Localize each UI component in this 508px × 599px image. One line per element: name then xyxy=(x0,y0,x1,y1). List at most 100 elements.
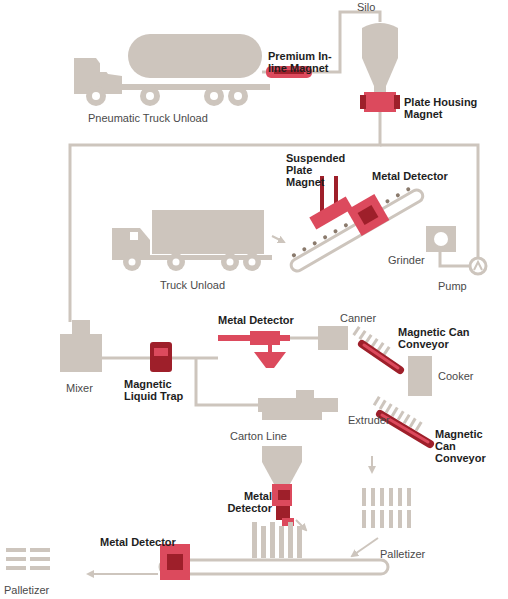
arrow xyxy=(272,236,284,242)
conveyor-metal-detector-part xyxy=(358,205,379,225)
station-label: Extruder xyxy=(348,414,390,426)
conveyor-metal-detector xyxy=(347,194,390,236)
arrow-part xyxy=(272,236,284,242)
grinder xyxy=(426,226,456,252)
box-truck-part xyxy=(173,259,180,266)
box-truck-part xyxy=(221,253,239,271)
incline-conveyor-part-part-part xyxy=(343,223,348,228)
can-conveyor-2-part-part xyxy=(409,418,417,428)
suspended-plate-magnet-part xyxy=(309,196,352,229)
pipe-lines-part xyxy=(440,252,470,266)
station-label: Pump xyxy=(438,280,467,292)
box-truck-part xyxy=(227,259,234,266)
station-label: Carton Line xyxy=(230,430,287,442)
pneumatic-truck-part xyxy=(92,92,100,100)
palletizer-stack-part xyxy=(6,548,26,552)
can-conveyor-1-part xyxy=(362,344,400,370)
pneumatic-truck-part xyxy=(86,86,106,106)
final-metal-detector-part xyxy=(160,544,190,580)
carton-conveyor-part-part xyxy=(279,526,284,558)
palletizer-stack-part xyxy=(362,488,366,506)
pipeline-metal-detector xyxy=(218,331,290,368)
pneumatic-truck-part xyxy=(120,84,270,90)
box-truck-part xyxy=(152,210,264,254)
extruder-part xyxy=(258,398,338,412)
can-conveyor-1 xyxy=(352,326,400,370)
pump-part xyxy=(474,262,482,270)
station-label: Truck Unload xyxy=(160,279,225,291)
magnetic-liquid-trap xyxy=(150,342,172,372)
can-conveyor-2-part-part xyxy=(373,396,381,406)
incline-conveyor-part-part xyxy=(291,187,411,258)
arrow-part xyxy=(88,573,158,575)
grinder-part xyxy=(426,226,456,252)
pipeline-metal-detector-part xyxy=(268,345,272,352)
palletizer-stack-part xyxy=(371,510,375,528)
carton-metal-detector xyxy=(272,484,294,526)
palletizer-stack-part xyxy=(398,510,402,528)
silo-part xyxy=(374,86,386,92)
palletizer-stack-part xyxy=(6,566,26,570)
palletizer-stack-part xyxy=(371,488,375,506)
pneumatic-truck-part xyxy=(100,60,107,72)
equipment-label: Metal Detector xyxy=(100,536,176,548)
pipe-lines-part xyxy=(290,337,318,340)
station-label: Silo xyxy=(357,1,375,13)
extruder-part xyxy=(296,390,314,398)
station-label: Palletizer xyxy=(4,584,49,596)
palletizer-stack xyxy=(6,548,50,570)
equipment-label: Premium In-line Magnet xyxy=(268,50,342,74)
incline-conveyor-part-part-part xyxy=(312,241,317,246)
station-label: Pneumatic Truck Unload xyxy=(88,112,208,124)
plate-housing-magnet-part xyxy=(364,92,396,112)
pipe-lines-part xyxy=(196,358,258,405)
can-conveyor-2-part-part xyxy=(397,410,405,420)
incline-conveyor-part xyxy=(286,183,425,274)
equipment-label: Metal Detector xyxy=(222,490,272,514)
box-truck-part xyxy=(167,253,185,271)
cooker xyxy=(408,356,432,396)
pump-part xyxy=(470,258,486,274)
can-conveyor-2-part-part xyxy=(385,403,393,413)
silo-part xyxy=(362,23,398,86)
magnetic-liquid-trap-part xyxy=(154,348,168,356)
can-conveyor-1-part-part xyxy=(352,326,360,336)
incline-conveyor-part-part-part xyxy=(395,193,400,198)
palletizer-stack-part xyxy=(407,510,411,528)
arrow-part xyxy=(371,456,373,472)
incline-conveyor-part-part-part xyxy=(322,235,327,240)
extruder-part xyxy=(262,412,322,420)
box-truck xyxy=(112,210,272,271)
equipment-label: Magnetic Liquid Trap xyxy=(124,378,198,402)
canner xyxy=(318,326,348,350)
plate-housing-magnet-part xyxy=(360,95,366,109)
station-label: Canner xyxy=(340,312,376,324)
box-truck-part xyxy=(243,253,261,271)
pipe-lines-part xyxy=(100,357,150,360)
pneumatic-truck-part xyxy=(228,86,248,106)
palletizer-stack-part xyxy=(30,557,50,561)
carton-conveyor-part-part xyxy=(297,526,302,558)
magnetic-liquid-trap-part xyxy=(150,342,172,372)
palletizer-stack xyxy=(362,488,411,528)
palletizer-stack-part xyxy=(407,488,411,506)
incline-conveyor-part-part-part xyxy=(385,199,390,204)
incline-conveyor-part-part xyxy=(289,188,425,273)
silo xyxy=(362,23,398,92)
palletizer-stack-part xyxy=(380,488,384,506)
incline-conveyor-part-part-part xyxy=(291,253,296,258)
mixer-part xyxy=(72,320,90,334)
carton-conveyor xyxy=(160,522,388,574)
palletizer-stack-part xyxy=(380,510,384,528)
arrow xyxy=(371,456,373,472)
can-conveyor-2-part-part xyxy=(391,407,399,417)
box-truck-part xyxy=(123,253,141,271)
extruder xyxy=(258,390,338,420)
pipeline-metal-detector-part xyxy=(254,352,286,368)
station-label: Grinder xyxy=(388,254,425,266)
mixer xyxy=(60,320,102,372)
canner-part xyxy=(318,326,348,350)
carton-conveyor-part xyxy=(252,522,302,558)
carton-conveyor-part-part xyxy=(261,526,266,558)
